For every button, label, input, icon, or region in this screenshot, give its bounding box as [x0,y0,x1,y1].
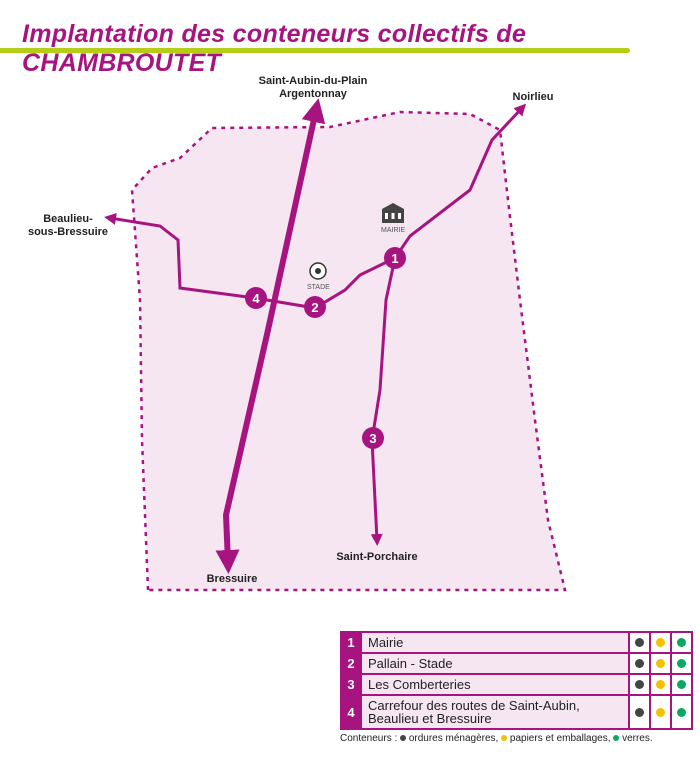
place-saint-porchaire: Saint-Porchaire [336,551,417,563]
road-main [215,98,326,574]
legend-num: 1 [340,631,362,654]
note-prefix: Conteneurs : [340,733,398,744]
legend-name: Les Comberteries [360,673,630,696]
marker-3[interactable]: 3 [362,427,384,449]
svg-text:2: 2 [311,300,318,315]
legend-name: Pallain - Stade [360,652,630,675]
ordures-dot [635,638,644,647]
place-noirlieu: Noirlieu [513,91,554,103]
papiers-dot [656,659,665,668]
papiers-dot [656,707,665,717]
marker-2[interactable]: 2 [304,296,326,318]
ordures-dot [635,659,644,668]
legend-name: Carrefour des routes de Saint-Aubin, Bea… [360,694,630,730]
legend-note: Conteneurs : ordures ménagères, papiers … [340,733,653,744]
place-argentonnay: Argentonnay [279,88,348,100]
mairie-label: MAIRIE [381,227,405,234]
marker-4[interactable]: 4 [245,287,267,309]
ordures-dot [400,735,407,741]
commune-boundary [130,110,567,592]
legend-num: 3 [340,673,362,696]
mairie-icon [382,203,404,223]
map-title: Implantation des conteneurs collectifs d… [22,20,527,77]
place-sous-bressuire: sous-Bressuire [28,226,108,238]
verres-dot [613,735,620,741]
svg-text:1: 1 [391,251,398,266]
ordures-dot [635,680,644,689]
svg-text:4: 4 [252,291,260,306]
legend-num: 4 [340,694,362,730]
legend-name: Mairie [360,631,630,654]
soccer-ball-icon [309,262,327,280]
papiers-dot [501,735,508,741]
legend-num: 2 [340,652,362,675]
verres-dot [677,659,686,668]
verres-dot [677,638,686,647]
ordures-dot [635,707,644,717]
note-verres: verres. [622,733,653,744]
place-beaulieu: Beaulieu- [43,213,93,225]
place-saint-aubin: Saint-Aubin-du-Plain [259,75,368,87]
verres-dot [677,680,686,689]
road-noirlieu [393,103,527,259]
map: MAIRIE STADE 1 2 3 4 Saint-Aubin-du-Plai… [28,75,567,592]
papiers-dot [656,680,665,689]
verres-dot [677,707,686,717]
note-papiers: papiers et emballages, [509,733,611,744]
stade-label: STADE [307,284,330,291]
title-underline [0,48,630,53]
place-bressuire: Bressuire [207,573,258,585]
road-saint-porchaire [370,257,397,546]
svg-text:3: 3 [369,431,376,446]
note-ordures: ordures ménagères, [408,733,499,744]
marker-1[interactable]: 1 [384,247,406,269]
papiers-dot [656,638,665,647]
